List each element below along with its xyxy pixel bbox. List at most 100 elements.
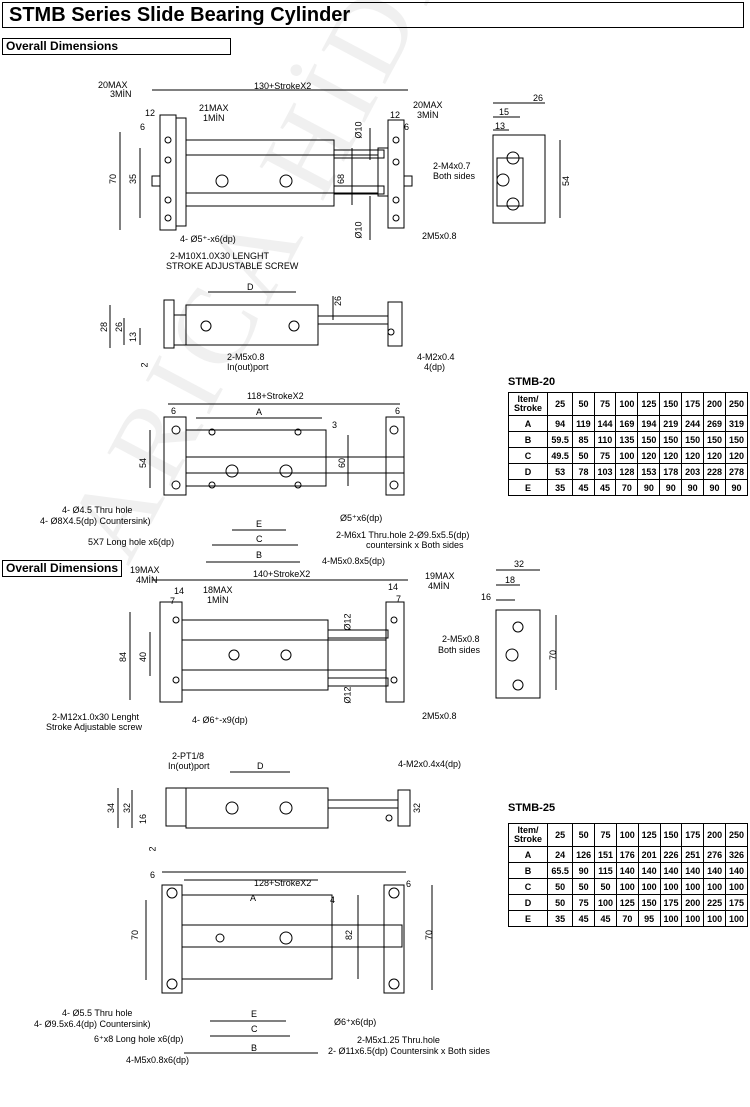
dim-68: 68 <box>336 173 347 185</box>
side-dim-32b: 32 <box>412 802 423 814</box>
table-cell: 70 <box>615 479 639 496</box>
header-cell: 175 <box>681 392 705 416</box>
table-cell: 150 <box>637 894 661 911</box>
table-cell: C <box>508 878 548 895</box>
header-cell: 75 <box>593 392 617 416</box>
table-cell: 201 <box>637 846 661 863</box>
dim-phi12-bottom: Ø12 <box>342 686 353 704</box>
callout-screw-2: STROKE ADJUSTABLE SCREW <box>166 261 299 271</box>
table-cell: 90 <box>703 479 726 496</box>
bot-dim-a: A <box>256 407 263 417</box>
table-cell: 176 <box>615 846 639 863</box>
table-cell: 219 <box>659 415 683 432</box>
table-cell: 90 <box>659 479 683 496</box>
side-dim-28: 28 <box>99 321 110 333</box>
dim-3min-left: 3MİN <box>110 89 132 99</box>
table-cell: 90 <box>572 862 596 879</box>
dim-6-right: 6 <box>404 122 410 132</box>
dim-1min: 1MİN <box>203 113 225 123</box>
table-cell: 110 <box>593 431 617 448</box>
table-cell: 153 <box>637 463 661 480</box>
bot-dim-3: 3 <box>332 420 338 430</box>
table-cell: 120 <box>681 447 705 464</box>
header-cell: 25 <box>546 392 574 416</box>
dim-140-stroke: 140+StrokeX2 <box>253 569 311 579</box>
header-cell: 50 <box>572 392 595 416</box>
dim-14-right: 14 <box>388 582 399 592</box>
bot-callout-m6-2: countersink x Both sides <box>366 540 464 550</box>
table-cell: 50 <box>546 878 574 895</box>
table-cell: C <box>508 447 548 464</box>
table-cell: 150 <box>725 431 748 448</box>
side-callout-port-1: 2-M5x0.8 <box>227 352 265 362</box>
table-cell: 90 <box>725 479 748 496</box>
table-cell: 94 <box>546 415 574 432</box>
table-cell: 140 <box>703 862 727 879</box>
table-cell: 126 <box>572 846 596 863</box>
bot-dim-70-left: 70 <box>130 929 141 941</box>
end-dim-18: 18 <box>505 575 516 585</box>
table-cell: 53 <box>546 463 574 480</box>
table-cell: 140 <box>637 862 661 879</box>
table-row: C 50 50 50 100 100 100 100 100 100 <box>508 878 748 895</box>
end-dim-26: 26 <box>533 93 544 103</box>
dim-20max-right: 20MAX <box>413 100 443 110</box>
dim-12-right: 12 <box>390 110 401 120</box>
table-cell: 90 <box>637 479 661 496</box>
table-cell: 319 <box>725 415 748 432</box>
table-cell: 50 <box>572 447 595 464</box>
stmb25-front-view <box>129 579 408 703</box>
side-callout-port-2: In(out)port <box>227 362 269 372</box>
table-cell: 70 <box>615 910 639 927</box>
table-cell: 50 <box>594 878 617 895</box>
table-cell: 78 <box>572 463 595 480</box>
dim-1min: 1MİN <box>207 595 229 605</box>
dim-7-left: 7 <box>170 596 176 606</box>
callout-2m5: 2M5x0.8 <box>422 231 457 241</box>
section-title-stmb25: Overall Dimensions <box>2 560 122 577</box>
end-dim-54: 54 <box>561 175 572 187</box>
table-cell: 269 <box>703 415 726 432</box>
side-callout-m2: 4-M2x0.4x4(dp) <box>398 759 462 769</box>
table-cell: B <box>508 862 548 879</box>
side-dim-13: 13 <box>128 331 139 343</box>
table-cell: 100 <box>703 878 727 895</box>
bot-dim-6-right: 6 <box>406 879 412 889</box>
end-dim-70: 70 <box>548 649 559 661</box>
table-row: B 65.5 90 115 140 140 140 140 140 140 <box>508 862 748 879</box>
bot-callout-thru-2: 4- Ø8X4.5(dp) Countersink) <box>40 516 151 526</box>
table-cell: 200 <box>681 894 705 911</box>
dim-3min-right: 3MİN <box>417 110 439 120</box>
spec-table-stmb20: Item/ Stroke 25 50 75 100 125 150 175 20… <box>508 392 748 496</box>
spec-table-stmb25: Item/ Stroke 25 50 75 100 125 150 175 20… <box>508 823 748 927</box>
table-cell: 100 <box>659 878 683 895</box>
header-cell: 175 <box>681 823 705 847</box>
table-row: E 35 45 45 70 95 100 100 100 100 <box>508 910 748 927</box>
header-cell: 75 <box>594 823 617 847</box>
dim-19max-left: 19MAX <box>130 565 160 575</box>
header-cell: 50 <box>572 823 596 847</box>
table-cell: 169 <box>615 415 639 432</box>
table-cell: 150 <box>681 431 705 448</box>
table-cell: 151 <box>594 846 617 863</box>
table-cell: 251 <box>681 846 705 863</box>
table-cell: E <box>508 910 548 927</box>
header-cell: 200 <box>703 392 726 416</box>
table-cell: 326 <box>725 846 748 863</box>
header-cell: Item/ Stroke <box>508 823 548 847</box>
side-dim-34: 34 <box>106 802 117 814</box>
dim-7-right: 7 <box>396 594 402 604</box>
header-cell: Item/ Stroke <box>508 392 548 416</box>
bot-dim-6-left: 6 <box>150 870 156 880</box>
bot-callout-m5: 4-M5x0.8x6(dp) <box>126 1055 190 1065</box>
bot-dim-a: A <box>250 893 257 903</box>
callout-4-holes: 4- Ø6⁺-x9(dp) <box>192 715 248 725</box>
side-dim-32: 32 <box>122 802 133 814</box>
dim-21max: 21MAX <box>199 103 229 113</box>
callout-screw-1: 2-M10X1.0X30 LENGHT <box>170 251 270 261</box>
bot-callout-long-hole: 6⁺x8 Long hole x6(dp) <box>94 1034 184 1044</box>
table-cell: 150 <box>637 431 661 448</box>
bot-dim-118-stroke: 118+StrokeX2 <box>247 391 304 401</box>
bot-callout-phi6: Ø6⁺x6(dp) <box>334 1017 377 1027</box>
section-title-stmb20: Overall Dimensions <box>2 38 231 55</box>
